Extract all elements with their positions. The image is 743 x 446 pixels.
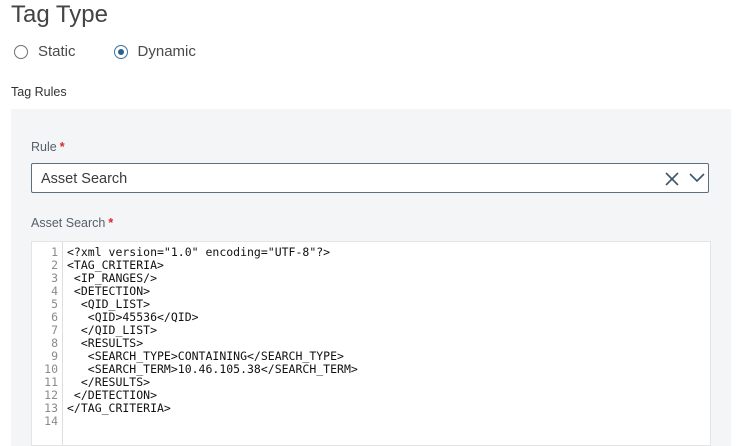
chevron-down-icon[interactable] bbox=[688, 171, 706, 185]
line-number: 9 bbox=[51, 349, 58, 363]
line-number: 13 bbox=[44, 401, 58, 415]
line-number: 2 bbox=[51, 258, 58, 272]
code-line[interactable]: <SEARCH_TERM>10.46.105.38</SEARCH_TERM> bbox=[67, 362, 358, 376]
section-label-tag-rules: Tag Rules bbox=[11, 85, 67, 99]
tag-type-radio-group: Static Dynamic bbox=[14, 43, 196, 60]
code-line[interactable]: <SEARCH_TYPE>CONTAINING</SEARCH_TYPE> bbox=[67, 349, 344, 363]
line-number: 1 bbox=[51, 245, 58, 259]
code-line[interactable]: </TAG_CRITERIA> bbox=[67, 401, 171, 415]
line-number: 7 bbox=[51, 323, 58, 337]
asset-search-label-text: Asset Search bbox=[31, 216, 106, 230]
rule-label-text: Rule bbox=[31, 140, 57, 154]
required-marker: * bbox=[108, 216, 114, 230]
radio-dynamic-label[interactable]: Dynamic bbox=[137, 43, 196, 60]
line-number: 12 bbox=[44, 388, 58, 402]
rule-label: Rule* bbox=[31, 140, 65, 154]
code-line[interactable]: </DETECTION> bbox=[67, 388, 158, 402]
radio-static-label[interactable]: Static bbox=[38, 43, 76, 60]
code-line[interactable]: <RESULTS> bbox=[67, 336, 144, 350]
line-number: 8 bbox=[51, 336, 58, 350]
required-marker: * bbox=[59, 140, 65, 154]
code-line[interactable]: <?xml version="1.0" encoding="UTF-8"?> bbox=[67, 245, 331, 259]
page-title: Tag Type bbox=[11, 1, 108, 28]
code-line[interactable]: <QID>45536</QID> bbox=[67, 310, 199, 324]
radio-dynamic-circle[interactable] bbox=[113, 44, 128, 59]
line-number: 14 bbox=[44, 414, 58, 428]
code-line[interactable]: <DETECTION> bbox=[67, 284, 151, 298]
rule-select-value: Asset Search bbox=[41, 171, 128, 187]
line-number: 10 bbox=[44, 362, 58, 376]
code-line[interactable]: </RESULTS> bbox=[67, 375, 151, 389]
rule-select[interactable]: Asset Search bbox=[31, 163, 709, 193]
radio-dynamic[interactable]: Dynamic bbox=[113, 43, 196, 60]
asset-search-label: Asset Search* bbox=[31, 216, 113, 230]
line-number: 5 bbox=[51, 297, 58, 311]
radio-static[interactable]: Static bbox=[14, 43, 76, 60]
code-line[interactable]: <QID_LIST> bbox=[67, 297, 151, 311]
line-number: 6 bbox=[51, 310, 58, 324]
line-number: 11 bbox=[44, 375, 58, 389]
line-number: 3 bbox=[51, 271, 58, 285]
code-line[interactable]: <IP_RANGES/> bbox=[67, 271, 158, 285]
radio-static-circle[interactable] bbox=[14, 44, 28, 59]
code-line[interactable]: <TAG_CRITERIA> bbox=[67, 258, 164, 272]
line-number: 4 bbox=[51, 284, 58, 298]
code-line[interactable]: </QID_LIST> bbox=[67, 323, 158, 337]
close-icon[interactable] bbox=[663, 170, 681, 188]
